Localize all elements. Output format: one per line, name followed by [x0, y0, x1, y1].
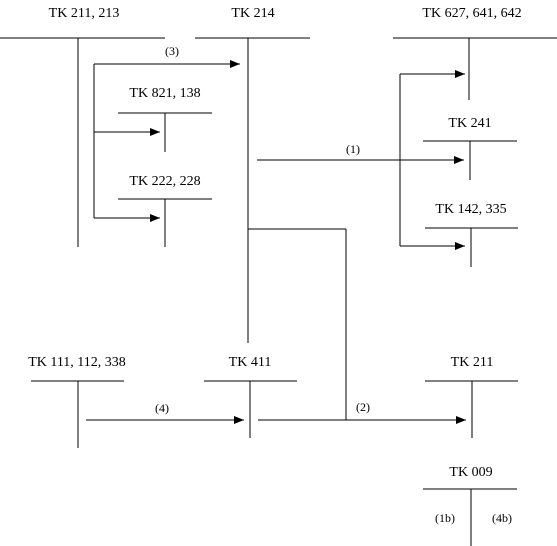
account-label-411: TK 411	[229, 355, 272, 370]
t-account-241: TK 241	[423, 116, 517, 180]
account-label-214: TK 214	[231, 6, 274, 21]
t-account-214: TK 214	[195, 6, 310, 343]
flow-label-1: (1)	[346, 142, 360, 156]
account-label-211: TK 211	[451, 355, 494, 370]
flow-3: (3)	[93, 44, 240, 222]
t-account-627-641-642: TK 627, 641, 642	[393, 6, 557, 100]
flow-2: (2)	[248, 228, 466, 424]
account-label-009: TK 009	[449, 465, 492, 480]
tk009-entry-right: (4b)	[492, 511, 512, 525]
flow-label-2: (2)	[356, 400, 370, 414]
t-account-009: TK 009 (1b) (4b)	[423, 465, 517, 546]
t-account-111-112-338: TK 111, 112, 338	[28, 355, 126, 448]
t-account-211: TK 211	[425, 355, 518, 438]
flow-1: (1)	[257, 70, 465, 250]
account-label-222-228: TK 222, 228	[129, 174, 200, 189]
account-label-142-335: TK 142, 335	[435, 202, 506, 217]
t-account-411: TK 411	[204, 355, 297, 438]
t-account-222-228: TK 222, 228	[118, 174, 212, 247]
flow-label-4: (4)	[155, 401, 169, 415]
account-label-821-138: TK 821, 138	[129, 86, 200, 101]
account-label-111-112-338: TK 111, 112, 338	[28, 355, 126, 370]
account-label-241: TK 241	[448, 116, 491, 131]
tk009-entry-left: (1b)	[435, 511, 455, 525]
flow-4: (4)	[86, 401, 244, 424]
flow-label-3: (3)	[165, 44, 179, 58]
t-account-821-138: TK 821, 138	[118, 86, 212, 152]
t-account-211-213: TK 211, 213	[0, 6, 165, 247]
t-account-142-335: TK 142, 335	[425, 202, 518, 267]
account-label-211-213: TK 211, 213	[49, 6, 120, 21]
account-label-627-641-642: TK 627, 641, 642	[422, 6, 521, 21]
